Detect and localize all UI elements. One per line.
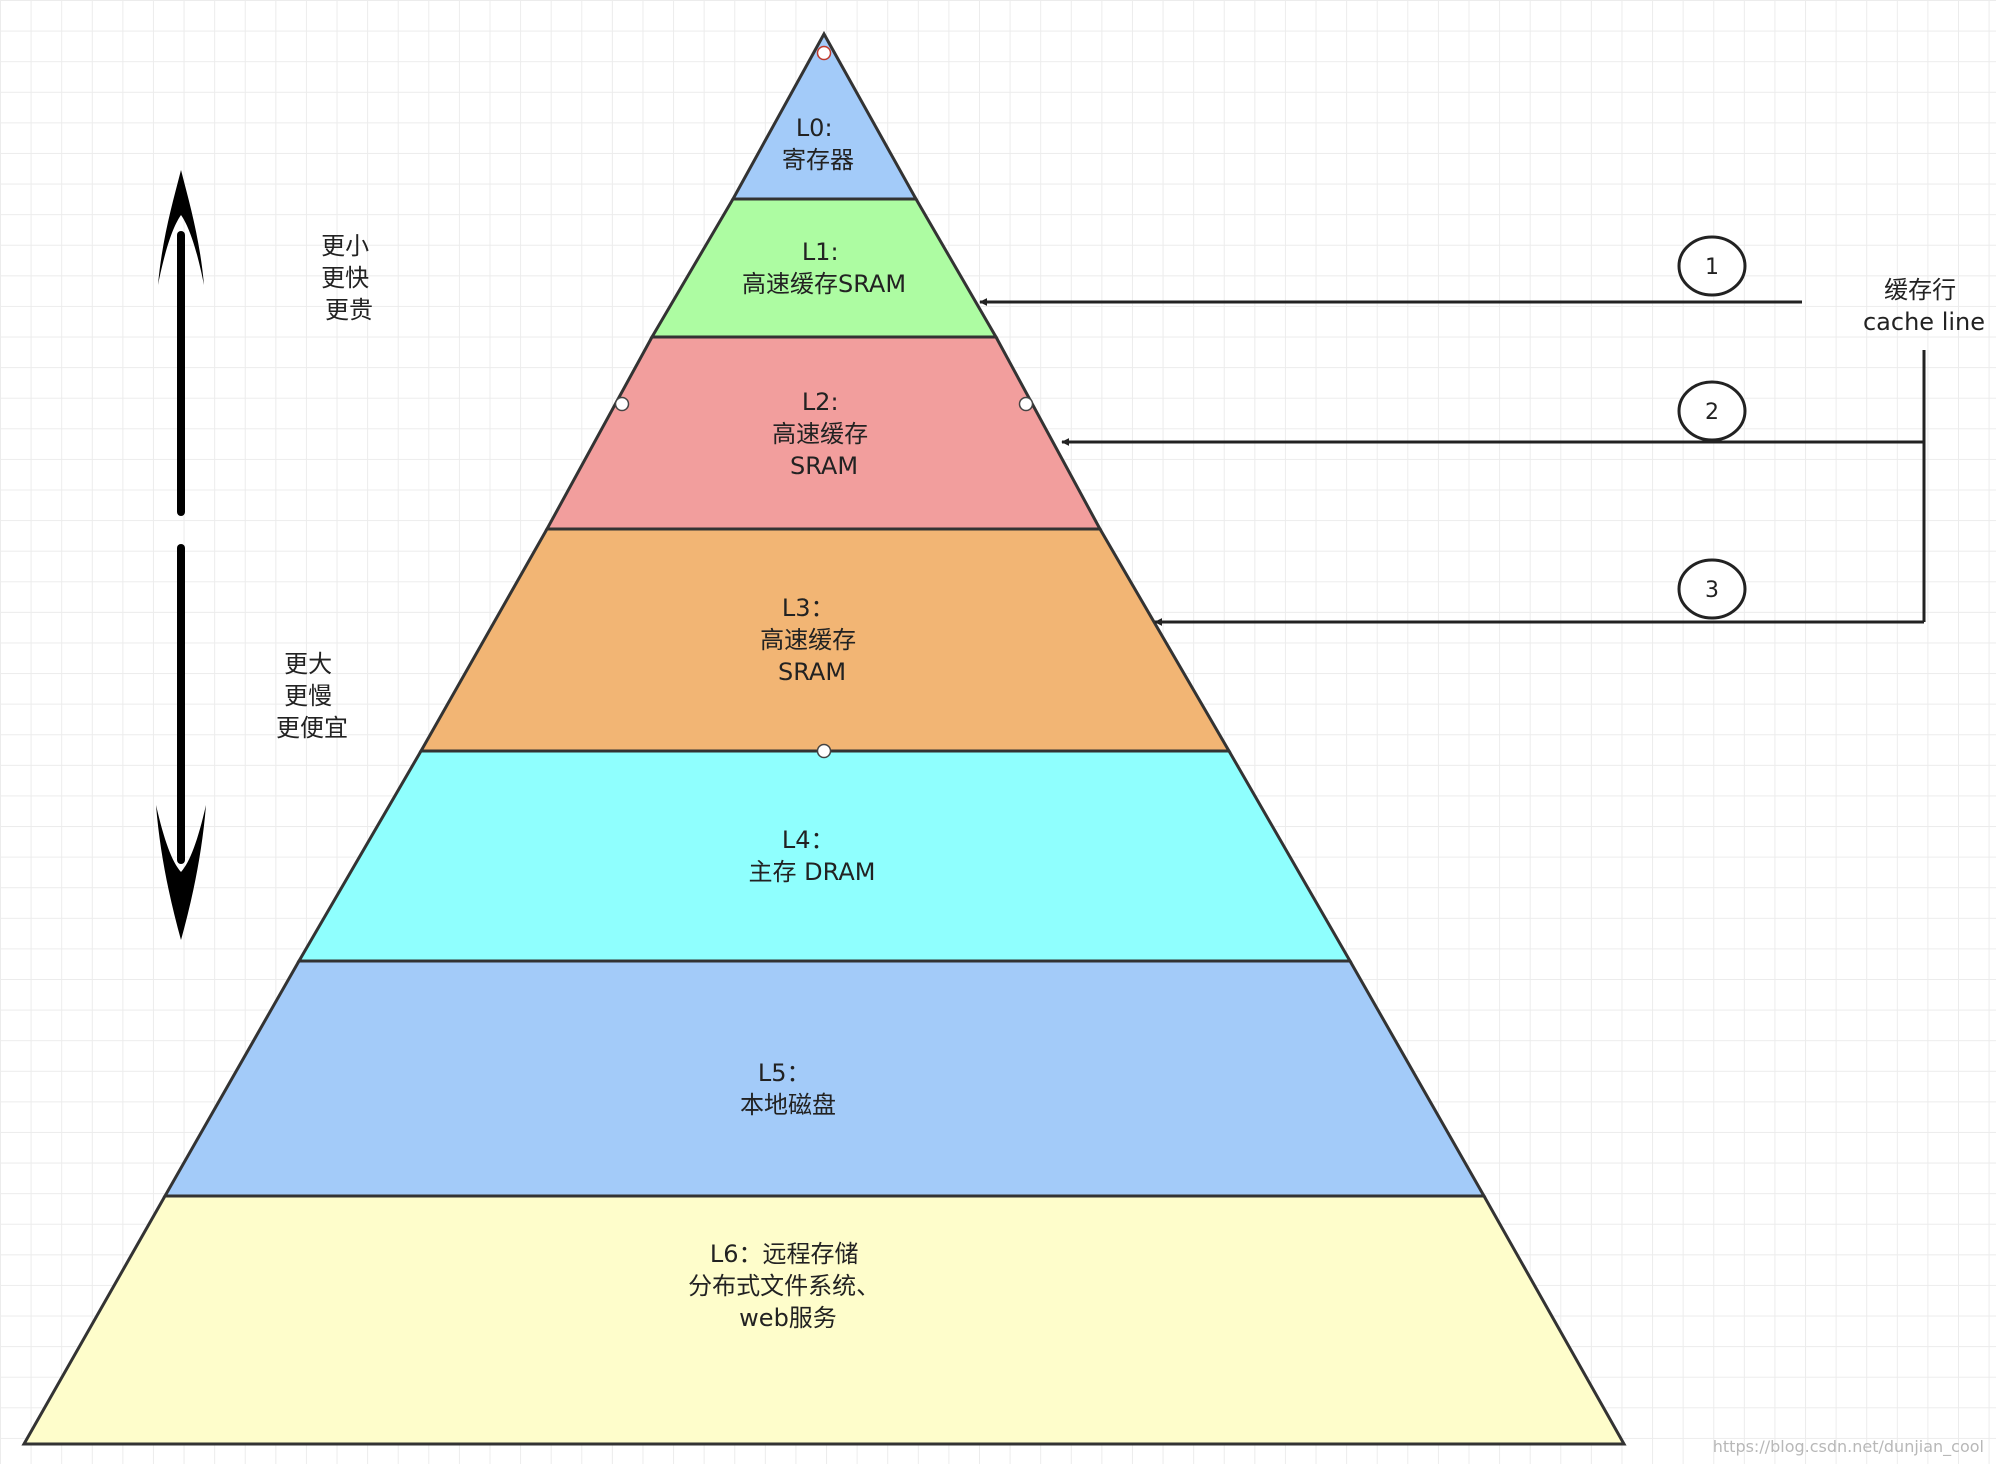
svg-text:3: 3: [1705, 578, 1719, 603]
down-arrow: [156, 544, 206, 940]
watermark-text: https://blog.csdn.net/dunjian_cool: [1713, 1437, 1984, 1457]
marker-2: 2: [1677, 380, 1747, 442]
marker-1: 1: [1677, 235, 1747, 297]
pyramid: [21, 30, 1627, 1446]
level-3-label: L3： 高速缓存 SRAM: [760, 594, 864, 686]
svg-text:1: 1: [1705, 255, 1719, 280]
down-label: 更大 更慢 更便宜: [276, 650, 348, 742]
level-4-band: [296, 749, 1353, 963]
up-arrow: [158, 170, 204, 516]
level-5-label: L5： 本地磁盘: [740, 1059, 836, 1119]
level-1-band: [649, 197, 999, 339]
level-4-label: L4： 主存 DRAM: [749, 826, 876, 886]
level-0-label: L0: 寄存器: [782, 114, 854, 174]
level-5-band: [162, 959, 1487, 1198]
connector-dot-right: [1018, 396, 1034, 412]
connector-dot-top: [816, 45, 832, 61]
level-1-label: L1: 高速缓存SRAM: [742, 238, 906, 298]
svg-text:2: 2: [1705, 400, 1719, 425]
cache-line-label: 缓存行 cache line: [1863, 276, 1985, 336]
cache-line-connectors: [979, 298, 1926, 626]
level-2-label: L2: 高速缓存 SRAM: [772, 388, 876, 480]
level-6-band: [21, 1194, 1627, 1446]
marker-3: 3: [1677, 558, 1747, 620]
connector-dot-mid: [816, 743, 832, 759]
level-6-label: L6：远程存储 分布式文件系统、 web服务: [688, 1240, 888, 1332]
up-label: 更小 更快 更贵: [321, 232, 377, 324]
connector-dot-left: [614, 396, 630, 412]
